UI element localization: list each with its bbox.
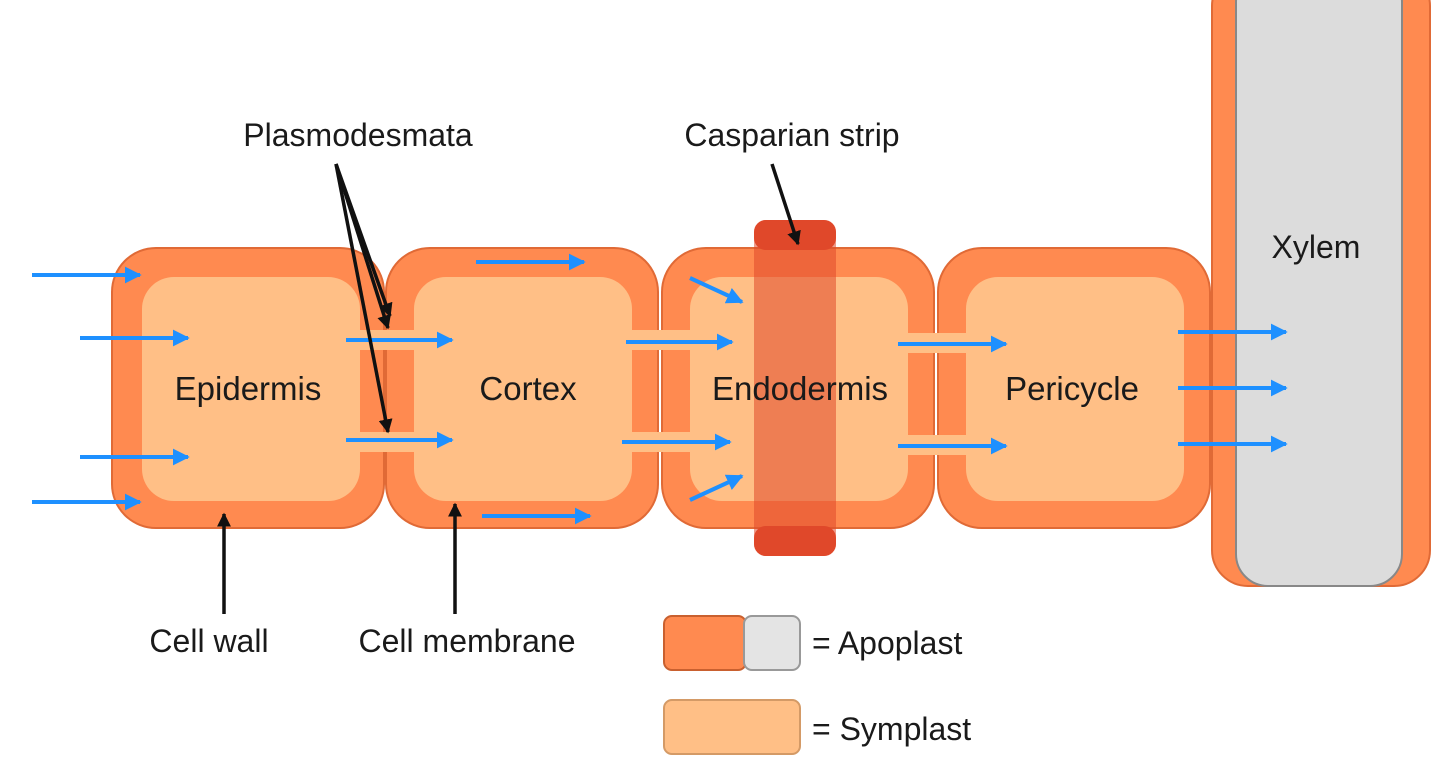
xylem-label: Xylem xyxy=(1272,229,1361,265)
legend-swatch-apoplast-lumen xyxy=(743,615,801,671)
casparian-strip-label: Casparian strip xyxy=(684,117,899,153)
legend-swatch-apoplast-wall xyxy=(663,615,747,671)
legend-swatch-symplast xyxy=(663,699,801,755)
pointer-arrow xyxy=(770,163,801,246)
pointer-arrows xyxy=(217,163,801,614)
cell-label: Cortex xyxy=(479,370,577,407)
cell-label-endodermis: Endodermis xyxy=(712,370,888,407)
legend: = Apoplast = Symplast xyxy=(663,615,971,755)
plasmodesmata-label: Plasmodesmata xyxy=(243,117,473,153)
cell-membrane-label: Cell membrane xyxy=(359,623,576,659)
cell-symplast xyxy=(414,277,632,501)
water-flow-arrows xyxy=(32,253,1288,525)
cell-label: Pericycle xyxy=(1005,370,1139,407)
cell-cortex: Cortex xyxy=(385,247,659,529)
flow-arrow xyxy=(689,474,744,502)
legend-label-symplast: = Symplast xyxy=(812,711,971,747)
xylem-vessel: Xylem xyxy=(1211,0,1431,587)
casparian-strip-bottom xyxy=(754,526,836,556)
xylem-lumen xyxy=(1235,0,1403,587)
cell-label: Epidermis xyxy=(175,370,322,407)
cell-symplast xyxy=(966,277,1184,501)
casparian-strip xyxy=(754,220,836,556)
cell-symplast xyxy=(142,277,360,501)
pointer-arrow xyxy=(334,163,393,434)
flow-arrow xyxy=(689,276,744,304)
cell-pericycle: Pericycle xyxy=(937,247,1211,529)
pointer-arrow xyxy=(334,163,393,318)
legend-label-apoplast: = Apoplast xyxy=(812,625,962,661)
cell-epidermis: Epidermis xyxy=(111,247,385,529)
cell-wall-label: Cell wall xyxy=(149,623,268,659)
